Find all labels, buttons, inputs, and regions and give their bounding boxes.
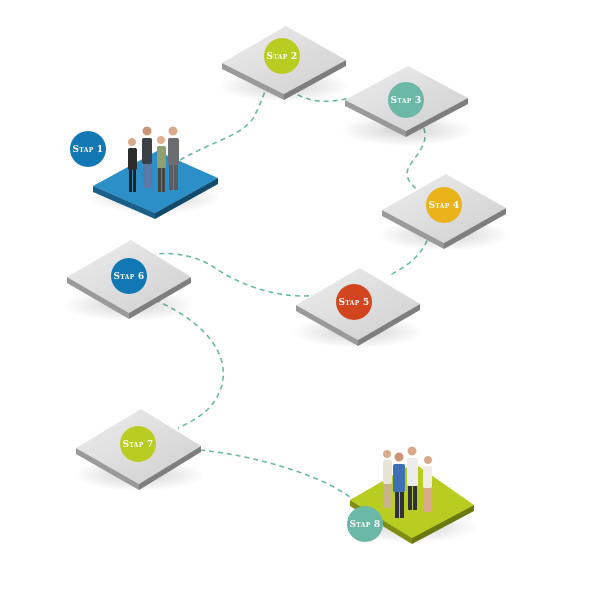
step-5-platform-side-right [358, 304, 420, 346]
step-7-badge [120, 426, 156, 462]
step-4-badge [426, 187, 462, 223]
connector-7-8 [199, 449, 356, 503]
connector-5-6 [154, 252, 319, 297]
step-8: Stap 8 [346, 446, 478, 544]
connector-6-7 [154, 299, 225, 429]
step-4-label: Stap 4 [429, 201, 460, 211]
step-1-platform [93, 151, 218, 213]
step-4-platform-side-right [444, 208, 506, 249]
step-1-people [128, 126, 179, 192]
step-2-label: Stap 2 [267, 52, 298, 62]
step-5-badge [336, 284, 372, 320]
step-3-platform-side-left [345, 100, 406, 137]
step-6-platform-side-right [129, 277, 191, 319]
step-7: Stap 7 [73, 409, 205, 491]
connector-1-2 [179, 81, 269, 161]
step-5-label: Stap 5 [339, 298, 370, 308]
step-2-badge [264, 38, 300, 74]
step-8-platform-side-right [412, 505, 474, 544]
step-6: Stap 6 [64, 240, 196, 321]
step-6-badge [111, 258, 147, 294]
step-1-badge [70, 131, 106, 167]
step-3-badge [388, 82, 424, 118]
step-8-label: Stap 8 [350, 520, 381, 530]
step-6-label: Stap 6 [114, 272, 145, 282]
step-3-label: Stap 3 [391, 96, 422, 106]
step-3: Stap 3 [340, 66, 472, 146]
step-1-platform-side-left [93, 186, 155, 219]
step-4: Stap 4 [378, 174, 510, 251]
step-7-label: Stap 7 [123, 440, 154, 450]
step-5: Stap 5 [292, 268, 424, 348]
step-1: Stap 1 [70, 126, 221, 219]
step-2-platform-side-right [284, 60, 346, 100]
connector-4-5 [389, 231, 431, 276]
step-5-platform-side-left [296, 305, 358, 346]
step-8-people [383, 446, 432, 518]
step-7-platform-side-left [76, 448, 139, 490]
step-7-platform-side-right [139, 446, 201, 490]
step-2-platform-side-left [222, 63, 284, 100]
step-4-platform-side-left [382, 210, 444, 249]
step-2: Stap 2 [218, 26, 350, 102]
step-1-label: Stap 1 [73, 145, 104, 155]
step-1-platform-side-right [155, 178, 218, 219]
step-8-badge [347, 506, 383, 542]
step-3-platform-side-right [406, 98, 468, 137]
step-6-platform-side-left [67, 277, 129, 319]
